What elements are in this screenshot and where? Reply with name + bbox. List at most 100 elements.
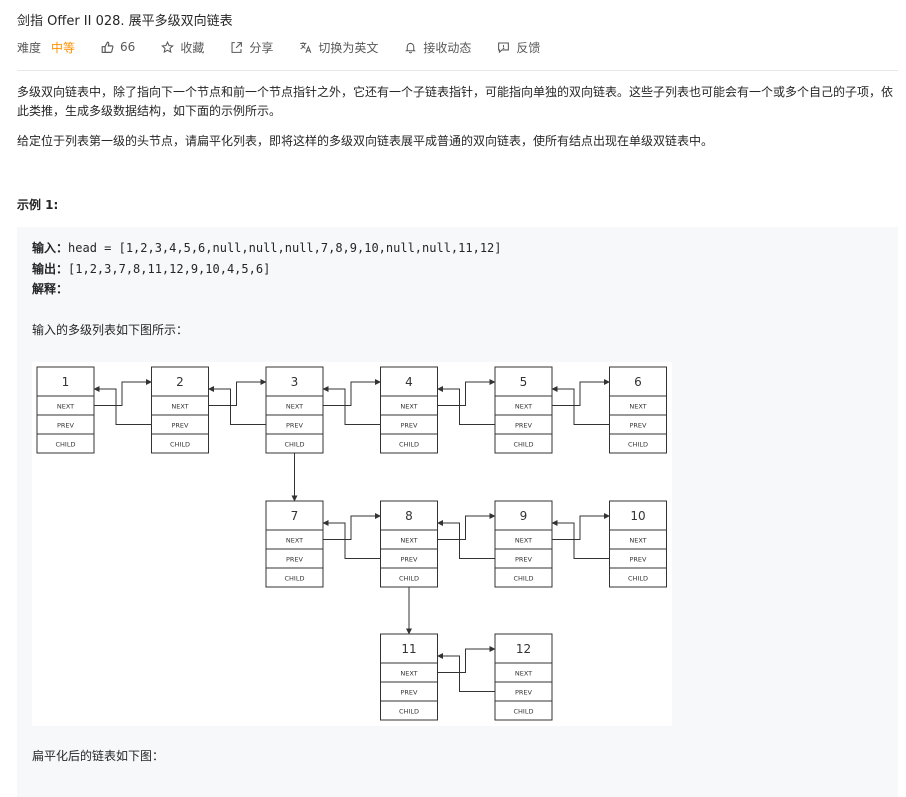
output-value: [1,2,3,7,8,11,12,9,10,4,5,6]	[68, 262, 271, 276]
node-field-label: NEXT	[629, 537, 646, 545]
next-pointer-arrow	[323, 513, 381, 540]
flattened-diagram-caption: 扁平化后的链表如下图：	[32, 749, 165, 763]
node-field-label: PREV	[401, 556, 419, 564]
like-button[interactable]: 66	[101, 40, 135, 54]
list-node	[609, 500, 667, 588]
input-value: head = [1,2,3,4,5,6,null,null,null,7,8,9…	[68, 241, 502, 255]
node-field-label: PREV	[515, 689, 533, 697]
node-value: 12	[516, 642, 531, 656]
next-pointer-arrow	[552, 513, 610, 540]
description-paragraph-1: 多级双向链表中，除了指向下一个节点和前一个节点指针之外，它还有一个子链表指针，可…	[17, 85, 894, 118]
list-node	[380, 633, 438, 721]
node-value: 11	[401, 642, 416, 656]
node-field-label: PREV	[401, 689, 419, 697]
node-field-label: NEXT	[400, 403, 417, 411]
explain-label: 解释：	[32, 282, 69, 296]
node-field-label: PREV	[172, 422, 190, 430]
translate-button[interactable]: 切换为英文	[299, 39, 378, 56]
node-field-label: PREV	[515, 422, 533, 430]
list-node	[151, 366, 209, 454]
header-divider	[17, 70, 898, 71]
node-value: 8	[405, 509, 413, 523]
feedback-label: 反馈	[516, 40, 541, 55]
node-field-label: NEXT	[400, 670, 417, 678]
output-line: 输出：[1,2,3,7,8,11,12,9,10,4,5,6]	[32, 260, 270, 277]
node-field-label: PREV	[630, 556, 648, 564]
node-field-label: CHILD	[628, 441, 648, 449]
prev-pointer-arrow	[322, 386, 381, 425]
subscribe-label: 接收动态	[423, 40, 472, 55]
node-field-label: PREV	[401, 422, 419, 430]
node-value: 4	[405, 375, 413, 389]
list-node	[494, 633, 553, 721]
prev-pointer-arrow	[437, 653, 495, 692]
share-label: 分享	[249, 40, 274, 55]
favorite-label: 收藏	[180, 40, 205, 55]
node-field-label: CHILD	[514, 708, 534, 716]
node-field-label: CHILD	[628, 575, 648, 583]
difficulty-value: 中等	[51, 40, 76, 55]
list-node	[36, 366, 95, 454]
node-field-label: CHILD	[399, 708, 419, 716]
node-field-label: CHILD	[514, 441, 534, 449]
node-value: 2	[176, 375, 184, 389]
problem-title: 剑指 Offer II 028. 展平多级双向链表	[17, 14, 233, 29]
description-paragraph-2: 给定位于列表第一级的头节点，请扁平化列表，即将这样的多级双向链表展平成普通的双向…	[17, 134, 714, 148]
output-label: 输出：	[32, 262, 69, 276]
node-field-label: PREV	[57, 422, 75, 430]
node-field-label: PREV	[286, 556, 304, 564]
prev-pointer-arrow	[551, 520, 610, 559]
node-field-label: NEXT	[400, 537, 417, 545]
translate-icon	[300, 41, 312, 53]
difficulty: 难度 中等	[17, 39, 75, 56]
difficulty-label: 难度	[17, 40, 42, 55]
node-value: 1	[62, 375, 70, 389]
node-field-label: PREV	[286, 422, 304, 430]
next-pointer-arrow	[552, 379, 610, 406]
list-node	[380, 500, 438, 588]
next-pointer-arrow	[437, 646, 496, 673]
problem-meta-bar: 难度 中等 66 收藏 分享 切换为英文 接收动态 反馈	[17, 38, 566, 56]
subscribe-button[interactable]: 接收动态	[404, 39, 471, 56]
prev-pointer-arrow	[93, 386, 152, 425]
node-field-label: CHILD	[170, 441, 190, 449]
like-count: 66	[120, 40, 136, 54]
node-field-label: CHILD	[285, 575, 305, 583]
share-icon	[231, 41, 243, 53]
example-code-block: 输入：head = [1,2,3,4,5,6,null,null,null,7,…	[17, 227, 898, 797]
node-field-label: PREV	[630, 422, 648, 430]
list-node	[494, 500, 553, 588]
node-field-label: CHILD	[285, 441, 305, 449]
prev-pointer-arrow	[437, 386, 495, 425]
node-field-label: CHILD	[399, 575, 419, 583]
feedback-icon	[498, 42, 510, 53]
example-title: 示例 1:	[17, 198, 59, 212]
list-node	[494, 366, 553, 454]
node-field-label: NEXT	[515, 670, 532, 678]
node-field-label: NEXT	[286, 537, 303, 545]
explain-line: 解释：	[32, 280, 68, 297]
list-node	[265, 366, 324, 454]
list-node	[265, 500, 324, 588]
node-field-label: NEXT	[515, 403, 532, 411]
next-pointer-arrow	[323, 379, 381, 406]
next-pointer-arrow	[208, 379, 267, 406]
node-value: 6	[634, 375, 642, 389]
prev-pointer-arrow	[551, 386, 610, 425]
share-button[interactable]: 分享	[230, 39, 273, 56]
star-icon	[161, 40, 175, 53]
next-pointer-arrow	[437, 379, 496, 406]
favorite-button[interactable]: 收藏	[161, 39, 204, 56]
prev-pointer-arrow	[322, 520, 381, 559]
node-field-label: NEXT	[286, 403, 303, 411]
node-value: 5	[520, 375, 528, 389]
thumbs-up-icon	[101, 41, 114, 53]
node-value: 9	[520, 509, 528, 523]
input-diagram-caption: 输入的多级列表如下图所示：	[32, 323, 189, 337]
node-field-label: PREV	[515, 556, 533, 564]
list-node	[609, 366, 667, 454]
prev-pointer-arrow	[437, 520, 495, 559]
feedback-button[interactable]: 反馈	[497, 39, 540, 56]
node-field-label: NEXT	[629, 403, 646, 411]
